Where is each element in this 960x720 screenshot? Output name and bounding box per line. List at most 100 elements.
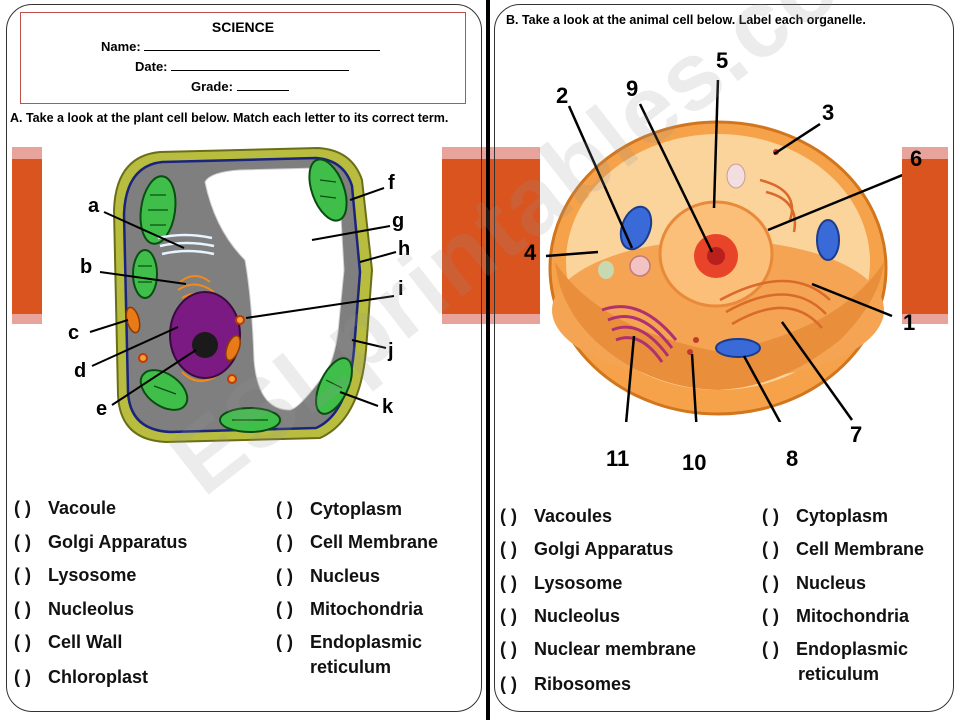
mid-right-band-top-accent: [490, 147, 540, 159]
mid-left-band-top-accent: [442, 147, 486, 159]
date-line: Date:: [135, 59, 350, 74]
subject-title: SCIENCE: [211, 19, 275, 35]
answer-paren: ( ): [762, 506, 779, 526]
name-label: Name:: [101, 39, 141, 54]
date-label: Date:: [135, 59, 168, 74]
answer-paren: ( ): [14, 667, 31, 687]
option-label: Lysosome: [48, 565, 137, 585]
name-field[interactable]: [144, 39, 381, 51]
option-a-cytoplasm[interactable]: ( ) Cytoplasm: [276, 497, 402, 521]
option-label: reticulum: [798, 664, 880, 684]
animal-vacuole: [598, 261, 614, 279]
option-a-mitochondria[interactable]: ( ) Mitochondria: [276, 597, 423, 621]
animal-label-6: 6: [910, 146, 923, 171]
center-divider: [486, 0, 490, 720]
animal-label-3: 3: [822, 100, 835, 125]
option-label: Cytoplasm: [310, 499, 403, 519]
plant-label-b: b: [80, 256, 93, 278]
answer-paren: ( ): [762, 539, 779, 559]
option-b-lysosome[interactable]: ( )Lysosome: [500, 571, 622, 595]
option-b-nucleus[interactable]: ( ) Nucleus: [762, 571, 866, 595]
option-label: Cell Membrane: [796, 539, 925, 559]
answer-paren: ( ): [276, 532, 293, 552]
mid-right-band-bottom-accent: [490, 314, 540, 324]
answer-paren: ( ): [276, 499, 293, 519]
animal-mitochondria: [619, 205, 840, 358]
answer-paren: ( ): [500, 506, 517, 526]
option-a-cell-membrane[interactable]: ( ) Cell Membrane: [276, 530, 438, 554]
animal-label-4: 4: [524, 240, 537, 265]
answer-paren: ( ): [14, 532, 31, 552]
mid-right-orange-band: [490, 159, 540, 314]
section-a-instruction: A. Take a look at the plant cell below. …: [10, 111, 449, 125]
option-a-nucleolus[interactable]: ( )Nucleolus: [14, 597, 134, 621]
option-b-nucleolus[interactable]: ( ) Nucleolus: [500, 604, 620, 628]
answer-paren: ( ): [276, 566, 293, 586]
option-a-chloroplast[interactable]: ( )Chloroplast: [14, 665, 148, 689]
mid-left-band-bottom-accent: [442, 314, 486, 324]
option-label: Nucleus: [796, 573, 867, 593]
grade-label: Grade:: [191, 79, 233, 94]
option-a-nucleus[interactable]: ( )Nucleus: [276, 564, 380, 588]
plant-label-c: c: [68, 322, 80, 344]
option-label: Endoplasmic: [796, 639, 909, 659]
plant-label-f: f: [388, 172, 395, 194]
option-b-nuclear-membrane[interactable]: ( )Nuclear membrane: [500, 637, 696, 661]
grade-field[interactable]: [236, 79, 289, 91]
option-a-vacoule[interactable]: ( )Vacoule: [14, 496, 116, 520]
answer-paren: ( ): [276, 599, 293, 619]
answer-paren: ( ): [14, 565, 31, 585]
option-label: Cell Membrane: [310, 532, 439, 552]
option-b-golgi[interactable]: ( )Golgi Apparatus: [500, 537, 673, 561]
left-page-frame: [6, 4, 482, 712]
option-label: Cytoplasm: [796, 506, 889, 526]
date-field[interactable]: [171, 59, 350, 71]
grade-line: Grade:: [191, 79, 289, 94]
plant-lysosomes: [138, 315, 245, 384]
left-orange-band: [12, 159, 42, 314]
option-b-cytoplasm[interactable]: ( ) Cytoplasm: [762, 504, 888, 528]
option-label: Vacoules: [534, 506, 613, 526]
animal-label-5: 5: [716, 48, 729, 73]
answer-paren: ( ): [500, 674, 517, 694]
option-b-ribosomes[interactable]: ( )Ribosomes: [500, 672, 631, 696]
plant-label-k: k: [382, 396, 394, 418]
answer-paren: ( ): [276, 632, 293, 652]
option-a-cell-wall[interactable]: ( )Cell Wall: [14, 630, 122, 654]
animal-label-9: 9: [626, 76, 639, 101]
option-b-er-cont: reticulum: [798, 662, 879, 686]
answer-paren: ( ): [762, 639, 779, 659]
option-a-golgi[interactable]: ( )Golgi Apparatus: [14, 530, 187, 554]
left-band-bottom-accent: [12, 314, 42, 324]
answer-paren: ( ): [762, 606, 779, 626]
left-band-top-accent: [12, 147, 42, 159]
option-label: Nuclear membrane: [534, 639, 697, 659]
option-b-er[interactable]: ( ) Endoplasmic: [762, 637, 908, 661]
student-info-box: SCIENCE Name: Date: Grade:: [20, 12, 466, 104]
right-band-bottom-accent: [902, 314, 948, 324]
option-label: Nucleolus: [534, 606, 621, 626]
option-b-vacuoles[interactable]: ( ) Vacoules: [500, 504, 612, 528]
right-page-frame: [494, 4, 954, 712]
option-label: Mitochondria: [796, 606, 909, 626]
animal-label-10: 10: [682, 450, 707, 475]
section-b-instruction: B. Take a look at the animal cell below.…: [506, 13, 866, 27]
plant-mitochondria: [125, 306, 241, 362]
animal-label-1: 1: [903, 310, 916, 335]
animal-label-8: 8: [786, 446, 799, 471]
option-label: Mitochondria: [310, 599, 423, 619]
plant-label-i: i: [398, 278, 404, 300]
option-a-lysosome[interactable]: ( ) Lysosome: [14, 563, 136, 587]
plant-label-e: e: [96, 398, 108, 420]
option-label: Nucleolus: [48, 599, 135, 619]
option-a-er[interactable]: ( )Endoplasmic: [276, 630, 422, 654]
option-b-mitochondria[interactable]: ( ) Mitochondria: [762, 604, 909, 628]
answer-paren: ( ): [762, 573, 779, 593]
answer-paren: ( ): [500, 606, 517, 626]
plant-label-h: h: [398, 238, 411, 260]
option-label: Vacoule: [48, 498, 117, 518]
option-b-cell-membrane[interactable]: ( ) Cell Membrane: [762, 537, 924, 561]
plant-label-d: d: [74, 360, 87, 382]
mid-left-orange-band: [442, 159, 486, 314]
right-band-top-accent: [902, 147, 948, 159]
